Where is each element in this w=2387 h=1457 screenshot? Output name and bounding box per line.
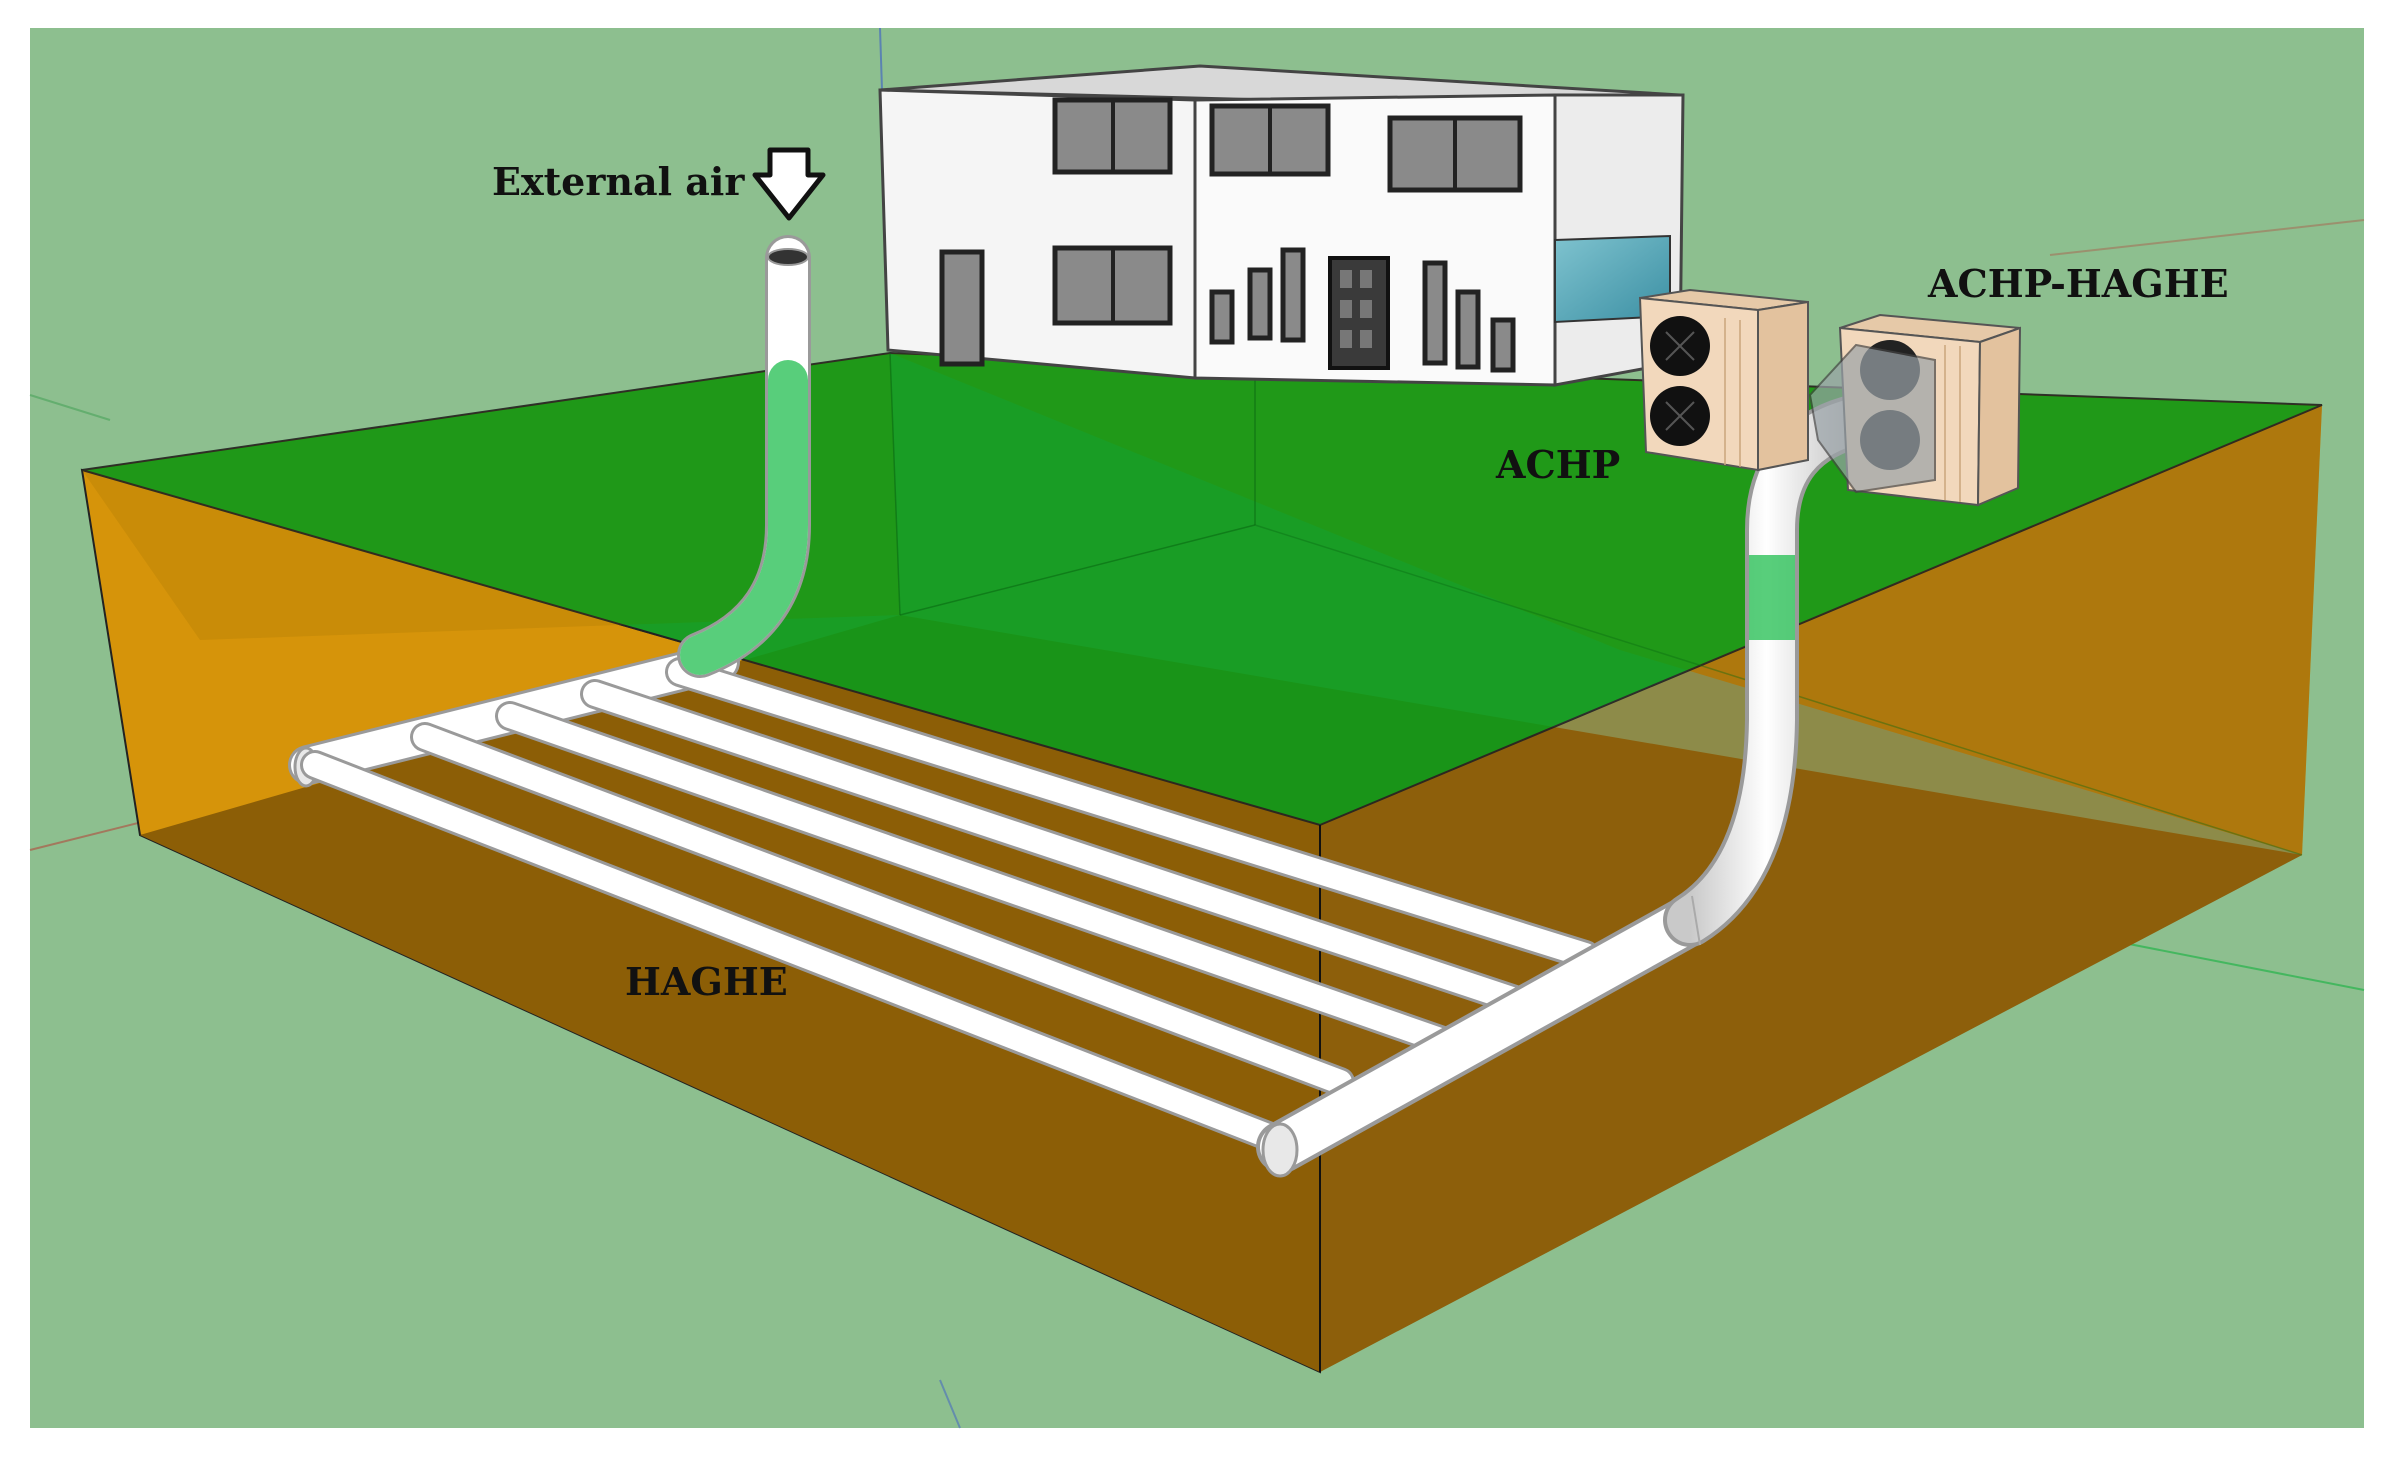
haghe-pipe-array <box>288 642 1716 1178</box>
down-arrow-icon <box>752 147 826 221</box>
exchanger-pipe <box>495 701 1455 1055</box>
exchanger-pipe <box>410 722 1355 1097</box>
exchanger-pipe <box>300 750 1293 1155</box>
exchanger-pipe <box>580 679 1530 1015</box>
intake-hood <box>1808 343 1936 494</box>
window-mullions <box>1111 100 1457 323</box>
achp-haghe-label: ACHP-HAGHE <box>1927 261 2229 306</box>
return-manifold <box>1256 894 1716 1178</box>
house <box>878 64 1685 387</box>
haghe-label: HAGHE <box>625 959 788 1004</box>
soil-right-wall <box>1320 405 2322 1372</box>
external-air-label: External air <box>492 159 745 204</box>
achp-haghe-unit <box>1808 313 2022 507</box>
achp-label: ACHP <box>1495 442 1620 487</box>
air-inlet-pipe <box>677 235 811 678</box>
exchanger-pipe <box>665 657 1600 970</box>
door-panels <box>1340 270 1372 348</box>
front-door <box>1328 256 1390 370</box>
achp-unit <box>1638 288 1809 472</box>
